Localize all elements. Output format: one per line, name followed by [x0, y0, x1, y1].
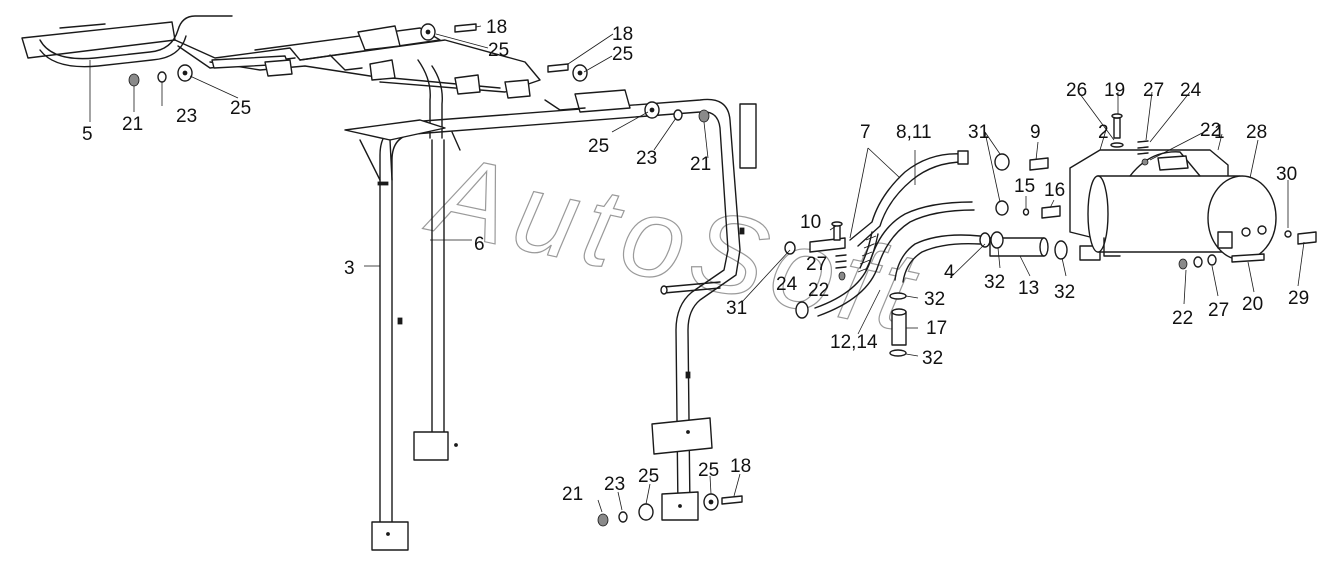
- callout-10: 10: [800, 212, 821, 233]
- callout-25-top-right: 25: [612, 44, 633, 65]
- heater-hose-4: [894, 232, 991, 283]
- callout-22-bottom: 22: [1172, 308, 1193, 329]
- callout-25-bottom-right: 25: [698, 460, 719, 481]
- callout-19: 19: [1104, 80, 1125, 101]
- callout-23-bottom: 23: [604, 474, 625, 495]
- callout-20: 20: [1242, 294, 1263, 315]
- callout-21-post: 21: [690, 154, 711, 175]
- fittings-9-15-16-31: [994, 153, 1061, 219]
- callout-28: 28: [1246, 122, 1267, 143]
- callout-32-left: 32: [984, 272, 1005, 293]
- hose-assembly: [795, 150, 975, 319]
- main-frame-arch: [344, 59, 757, 551]
- callout-25-top: 25: [488, 40, 509, 61]
- bolt-hardware-bottom: [597, 493, 743, 527]
- callout-12-14: 12,14: [830, 332, 878, 353]
- heater-bottom-fasteners: [1178, 230, 1317, 270]
- callout-18-top-right: 18: [612, 24, 633, 45]
- callout-29: 29: [1288, 288, 1309, 309]
- callout-27-top: 27: [1143, 80, 1164, 101]
- small-fasteners-center: [835, 254, 847, 281]
- callout-24-top: 24: [1180, 80, 1202, 101]
- bolt-hardware-top-left: [128, 64, 193, 87]
- callout-22-top: 22: [1200, 120, 1221, 141]
- leader-lines: [89, 25, 1305, 513]
- callout-23-top-left: 23: [176, 106, 197, 127]
- callout-2: 2: [1098, 122, 1109, 143]
- callout-30: 30: [1276, 164, 1297, 185]
- callout-3: 3: [344, 258, 355, 279]
- callout-25-top-left: 25: [230, 98, 251, 119]
- callout-31-center: 31: [726, 298, 747, 319]
- watermark-text: AutoSoft: [417, 130, 932, 356]
- callout-6: 6: [474, 234, 485, 255]
- callout-26: 26: [1066, 80, 1087, 101]
- callout-27-bottom: 27: [1208, 300, 1229, 321]
- callout-32-lower: 32: [922, 348, 943, 369]
- callout-21-bottom: 21: [562, 484, 583, 505]
- heater-unit: [1069, 149, 1277, 261]
- callout-18-top: 18: [486, 17, 507, 38]
- callout-16: 16: [1044, 180, 1065, 201]
- callout-13: 13: [1018, 278, 1039, 299]
- callout-18-bottom: 18: [730, 456, 751, 477]
- callout-25-post: 25: [588, 136, 609, 157]
- callout-7: 7: [860, 122, 871, 143]
- callout-15: 15: [1014, 176, 1035, 197]
- callout-4: 4: [944, 262, 955, 283]
- tee-fitting-10: [784, 221, 846, 255]
- callout-5: 5: [82, 124, 93, 145]
- callout-31-top: 31: [968, 122, 989, 143]
- callout-32-upper: 32: [924, 289, 945, 310]
- callout-25-bottom-left: 25: [638, 466, 659, 487]
- callout-17: 17: [926, 318, 947, 339]
- callout-24-center: 24: [776, 274, 798, 295]
- callout-32-right: 32: [1054, 282, 1075, 303]
- callout-21-top-left: 21: [122, 114, 143, 135]
- callout-labels: 5 21 23 25 18 25 18 25 25 23 21 6 3 7 8,…: [82, 17, 1309, 505]
- callout-1: 1: [1214, 122, 1225, 143]
- heater-top-fasteners: [1110, 113, 1149, 166]
- callout-27-center: 27: [806, 254, 827, 275]
- callout-23-post: 23: [636, 148, 657, 169]
- callout-8-11: 8,11: [896, 122, 932, 143]
- sleeve-13: [989, 231, 1101, 261]
- callout-22-center: 22: [808, 280, 829, 301]
- bolt-hardware-top-center: [420, 23, 588, 82]
- frame-crossbar: [660, 281, 721, 295]
- callout-9: 9: [1030, 122, 1041, 143]
- bolt-hardware-right-post: [644, 101, 710, 123]
